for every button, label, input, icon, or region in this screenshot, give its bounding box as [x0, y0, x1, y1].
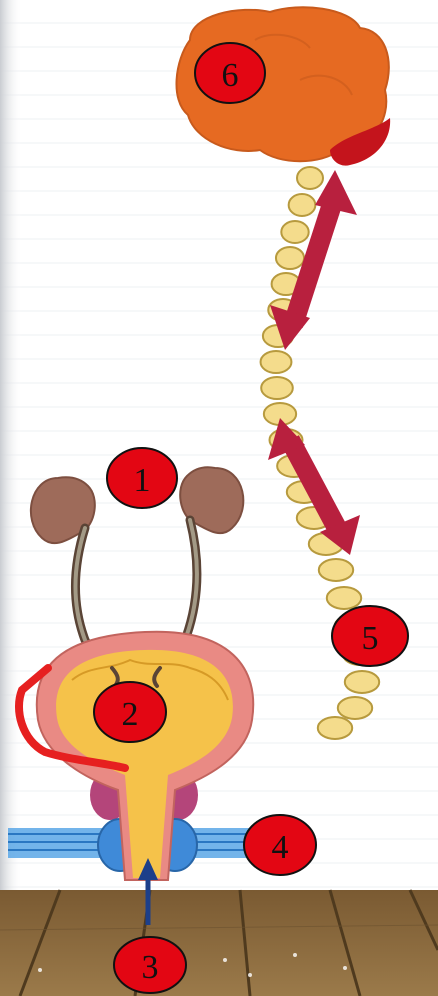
vertebra — [319, 559, 353, 581]
vertebra — [345, 671, 379, 693]
svg-text:5: 5 — [362, 620, 379, 657]
svg-text:1: 1 — [134, 462, 151, 499]
vertebra — [261, 351, 292, 373]
vertebra — [276, 247, 304, 269]
label-spine: 5 — [332, 606, 408, 666]
label-sphincter: 4 — [244, 815, 316, 875]
vertebra — [281, 221, 308, 243]
label-urethra: 3 — [114, 937, 186, 993]
vertebra — [261, 377, 293, 399]
svg-text:3: 3 — [142, 949, 159, 986]
svg-text:4: 4 — [272, 829, 289, 866]
label-kidneys: 1 — [107, 448, 177, 508]
vertebra — [289, 194, 316, 216]
vertebra — [338, 697, 372, 719]
wooden-floor — [0, 890, 438, 996]
label-brain: 6 — [195, 43, 265, 103]
vertebra — [297, 167, 323, 189]
svg-text:6: 6 — [222, 57, 239, 94]
label-bladder: 2 — [94, 682, 166, 742]
paper-shadow — [0, 0, 22, 890]
vertebra — [318, 717, 352, 739]
svg-text:2: 2 — [122, 696, 139, 733]
vertebra — [327, 587, 361, 609]
